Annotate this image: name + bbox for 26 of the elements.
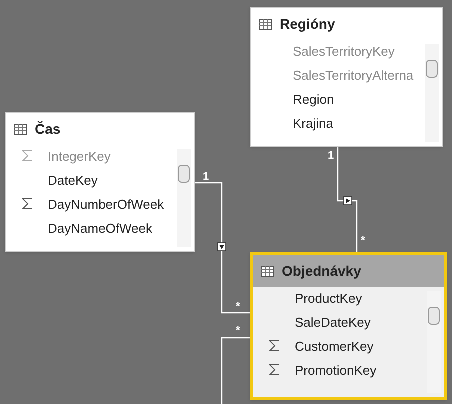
field-name: IntegerKey — [48, 148, 111, 166]
field-name: DayNameOfWeek — [48, 220, 153, 238]
cardinality-label: * — [236, 326, 240, 337]
relationship-line — [221, 337, 250, 404]
table-title: Regióny — [280, 14, 336, 34]
table-title: Čas — [35, 120, 61, 138]
field-name: DateKey — [48, 172, 98, 190]
cardinality-label: * — [361, 236, 366, 247]
field-name: DayNumberOfWeek — [48, 196, 164, 214]
field-name: SalesTerritoryAlterna — [293, 67, 414, 86]
field-name: ProductKey — [295, 290, 362, 308]
field-name: SalesTerritoryKey — [293, 43, 395, 62]
cardinality-label: * — [236, 302, 240, 313]
cardinality-label: 1 — [203, 172, 210, 183]
table-title: Objednávky — [282, 262, 362, 281]
relationship-arrow — [195, 182, 250, 314]
table-card — [5, 112, 195, 252]
field-name: PromotionKey — [295, 362, 377, 380]
field-name: SaleDateKey — [295, 314, 371, 332]
cardinality-label: 1 — [328, 151, 334, 162]
field-name: Krajina — [293, 115, 334, 134]
field-name: CustomerKey — [295, 338, 374, 356]
selected-table-card — [250, 252, 447, 400]
field-name: Region — [293, 91, 334, 110]
relationship-arrow — [337, 147, 358, 252]
table-card — [250, 7, 443, 147]
